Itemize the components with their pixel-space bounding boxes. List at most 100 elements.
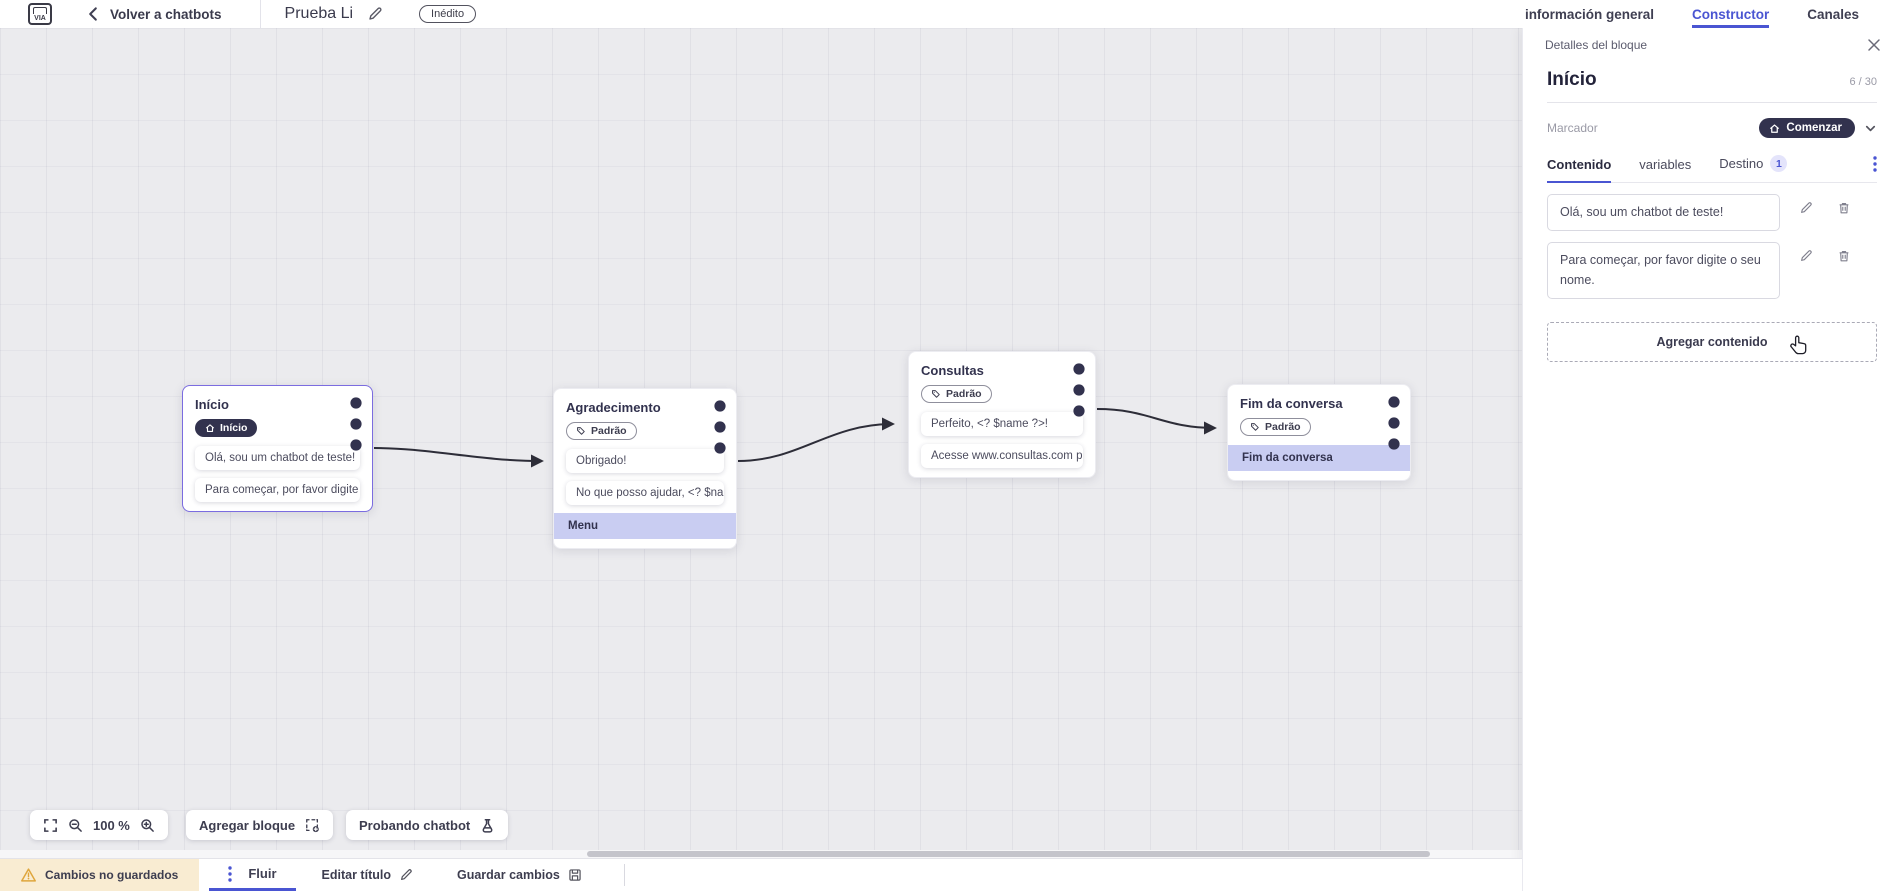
save-icon	[569, 869, 581, 881]
badge-label: Padrão	[946, 388, 982, 400]
chevron-down-icon[interactable]	[1864, 122, 1877, 135]
add-block-button[interactable]: Agregar bloque	[186, 810, 334, 840]
footer-divider	[623, 864, 625, 886]
char-counter: 6 / 30	[1849, 76, 1877, 88]
canvas-hscrollbar-track	[0, 850, 1522, 858]
block-row-message[interactable]: No que posso ajudar, <? $name ...	[566, 481, 724, 505]
flow-canvas[interactable]: Início Início Olá, sou um chatbot de tes…	[0, 28, 1522, 858]
block-details-panel: Detalles del bloque Início 6 / 30 Marcad…	[1522, 28, 1901, 891]
test-chatbot-button[interactable]: Probando chatbot	[346, 810, 509, 840]
header-divider	[259, 0, 261, 28]
tab-destino[interactable]: Destino 1	[1719, 155, 1788, 183]
block-row-menu[interactable]: Menu	[554, 513, 736, 539]
marker-row: Marcador Comenzar	[1547, 118, 1877, 138]
tab-canales[interactable]: Canales	[1807, 6, 1859, 22]
panel-tabs-kebab-icon[interactable]	[1873, 156, 1877, 172]
connection-inicio-agradecimento	[373, 447, 544, 468]
edit-title-pencil-icon[interactable]	[367, 6, 383, 22]
badge-label: Padrão	[591, 425, 627, 437]
block-fim-da-conversa[interactable]: Fim da conversa Padrão Fim da conversa	[1227, 384, 1411, 481]
block-menu-kebab-icon[interactable]	[349, 396, 363, 451]
save-changes-label: Guardar cambios	[456, 868, 560, 882]
back-to-chatbots-link[interactable]: Volver a chatbots	[110, 6, 222, 22]
marker-label: Marcador	[1547, 121, 1598, 135]
edit-title-label: Editar título	[321, 868, 391, 882]
header-nav: información general Constructor Canales	[1525, 0, 1859, 28]
block-menu-kebab-icon[interactable]	[1072, 362, 1086, 417]
add-block-icon	[306, 818, 319, 832]
block-row-message[interactable]: Acesse www.consultas.com par...	[921, 444, 1083, 468]
home-icon	[205, 424, 215, 432]
tag-icon	[577, 427, 585, 435]
edit-content-pencil-icon[interactable]	[1799, 249, 1813, 263]
tab-informacion-general[interactable]: información general	[1524, 6, 1654, 22]
block-title: Início	[195, 397, 229, 412]
tab-label: Contenido	[1547, 157, 1612, 172]
test-chatbot-label: Probando chatbot	[359, 817, 471, 833]
marker-value-button[interactable]: Comenzar	[1759, 118, 1855, 138]
content-text-field[interactable]: Olá, sou um chatbot de teste!	[1547, 194, 1780, 232]
panel-header: Detalles del bloque	[1523, 28, 1901, 61]
pencil-icon	[400, 869, 412, 880]
zoom-controls: 100 %	[30, 810, 168, 840]
close-icon[interactable]	[1867, 38, 1881, 52]
block-name[interactable]: Início	[1547, 69, 1597, 90]
connection-agradecimento-consultas	[737, 417, 895, 462]
block-inicio[interactable]: Início Início Olá, sou um chatbot de tes…	[182, 385, 373, 512]
block-row-menu[interactable]: Fim da conversa	[1228, 445, 1410, 471]
zoom-level: 100 %	[93, 817, 130, 833]
block-menu-kebab-icon[interactable]	[713, 399, 727, 454]
content-item: Para começar, por favor digite o seu nom…	[1547, 242, 1877, 300]
block-type-badge: Início	[195, 419, 258, 437]
tag-icon	[1251, 423, 1259, 431]
badge-label: Padrão	[1265, 421, 1301, 433]
block-row-message[interactable]: Perfeito, <? $name ?>!	[921, 412, 1083, 436]
block-title: Agradecimento	[566, 400, 661, 415]
block-row-message[interactable]: Olá, sou um chatbot de teste!	[195, 446, 360, 470]
add-block-label: Agregar bloque	[199, 817, 296, 833]
tag-icon	[932, 390, 940, 398]
unsaved-changes-label: Cambios no guardados	[45, 868, 179, 882]
panel-tabs: Contenido variables Destino 1	[1547, 155, 1877, 183]
save-changes-button[interactable]: Guardar cambios	[457, 868, 582, 882]
warning-icon	[21, 868, 36, 882]
delete-content-trash-icon[interactable]	[1837, 201, 1851, 215]
mouse-cursor-hand-icon	[1790, 335, 1807, 355]
fullscreen-icon[interactable]	[43, 818, 58, 833]
content-text-field[interactable]: Para começar, por favor digite o seu nom…	[1547, 242, 1780, 300]
block-name-row: Início 6 / 30	[1547, 69, 1877, 103]
flow-tab-label: Fluir	[248, 866, 277, 881]
content-item: Olá, sou um chatbot de teste!	[1547, 194, 1877, 232]
block-row-message[interactable]: Obrigado!	[566, 449, 724, 473]
status-badge: Inédito	[419, 5, 477, 23]
canvas-hscrollbar-thumb[interactable]	[587, 851, 1430, 857]
block-type-badge: Padrão	[921, 385, 992, 403]
block-menu-kebab-icon[interactable]	[1387, 395, 1401, 450]
home-icon	[1770, 123, 1780, 133]
zoom-in-icon[interactable]	[140, 818, 155, 833]
tab-contenido[interactable]: Contenido	[1547, 157, 1612, 183]
unsaved-changes-chip: Cambios no guardados	[0, 859, 200, 891]
app-logo-icon[interactable]: VIA	[28, 3, 52, 25]
tab-constructor[interactable]: Constructor	[1691, 0, 1770, 28]
edit-title-button[interactable]: Editar título	[322, 868, 413, 882]
block-row-message[interactable]: Para começar, por favor digite o ...	[195, 478, 360, 502]
block-title: Consultas	[921, 363, 984, 378]
app-logo-text: VIA	[34, 15, 46, 22]
back-chevron-icon[interactable]	[84, 5, 102, 23]
tab-label: Destino	[1719, 156, 1764, 171]
tab-variables[interactable]: variables	[1639, 157, 1691, 183]
top-header: VIA Volver a chatbots Prueba Li Inédito …	[0, 0, 1901, 28]
block-type-badge: Padrão	[1240, 418, 1311, 436]
flask-icon	[482, 818, 493, 833]
block-agradecimento[interactable]: Agradecimento Padrão Obrigado! No que po…	[553, 388, 737, 549]
edit-content-pencil-icon[interactable]	[1799, 201, 1813, 215]
delete-content-trash-icon[interactable]	[1837, 249, 1851, 263]
add-content-button[interactable]: Agregar contenido	[1547, 322, 1877, 363]
tab-label: variables	[1639, 157, 1692, 172]
tab-fluir[interactable]: Fluir	[209, 859, 296, 891]
destino-count-badge: 1	[1770, 155, 1788, 172]
zoom-out-icon[interactable]	[68, 818, 83, 833]
flow-kebab-icon[interactable]	[228, 865, 233, 882]
block-consultas[interactable]: Consultas Padrão Perfeito, <? $name ?>! …	[908, 351, 1096, 478]
